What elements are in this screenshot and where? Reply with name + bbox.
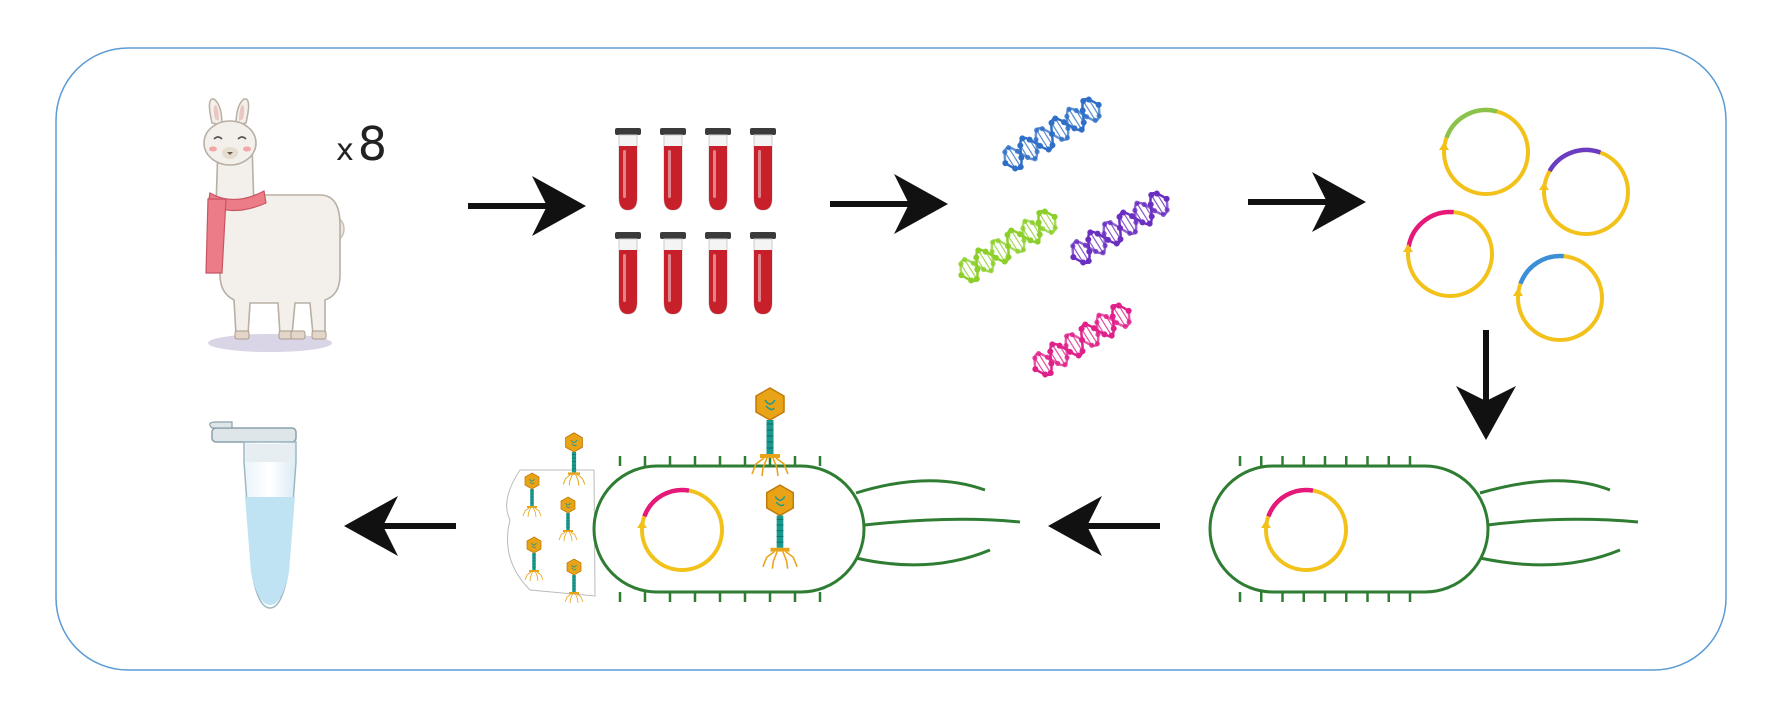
blood-tube-icon: [660, 128, 686, 211]
phage-icon: [562, 432, 586, 486]
bacterium-plasmid: [1261, 487, 1348, 572]
dna-helix-icon: [1002, 96, 1102, 172]
dna-strands: [958, 96, 1170, 378]
phage-icon: [751, 387, 789, 477]
blood-tube-rack: [615, 128, 776, 315]
bacterium-plasmid-2: [637, 487, 724, 572]
phage-icon: [522, 472, 542, 518]
immunization-count-label: x8: [336, 117, 387, 171]
phage-particles: [522, 387, 798, 604]
plasmid-icon: [1439, 107, 1530, 196]
blood-tube-icon: [615, 232, 641, 315]
phage-icon: [564, 558, 584, 604]
llama-icon: [203, 98, 345, 352]
dna-helix-icon: [1032, 302, 1132, 378]
bacterium-icon: [1208, 456, 1639, 602]
bacterium-with-phage-icon: [506, 456, 1021, 602]
plasmid-icon: [1261, 487, 1348, 572]
plasmid-icon: [1539, 147, 1630, 236]
eppendorf-tube-icon: [209, 421, 297, 609]
plasmid-icon: [1513, 253, 1604, 342]
dna-helix-icon: [958, 208, 1058, 284]
blood-tube-icon: [750, 232, 776, 315]
plasmid-icon: [637, 487, 724, 572]
blood-tube-icon: [705, 232, 731, 315]
blood-tube-icon: [750, 128, 776, 211]
plasmid-icon: [1403, 209, 1494, 298]
phage-icon: [524, 536, 544, 582]
phage-icon: [762, 484, 798, 569]
phage-icon: [558, 496, 578, 542]
plasmid-library: [1403, 107, 1630, 342]
dna-helix-icon: [1070, 190, 1170, 266]
diagram-frame: [55, 47, 1727, 671]
blood-tube-icon: [660, 232, 686, 315]
blood-tube-icon: [615, 128, 641, 211]
blood-tube-icon: [705, 128, 731, 211]
